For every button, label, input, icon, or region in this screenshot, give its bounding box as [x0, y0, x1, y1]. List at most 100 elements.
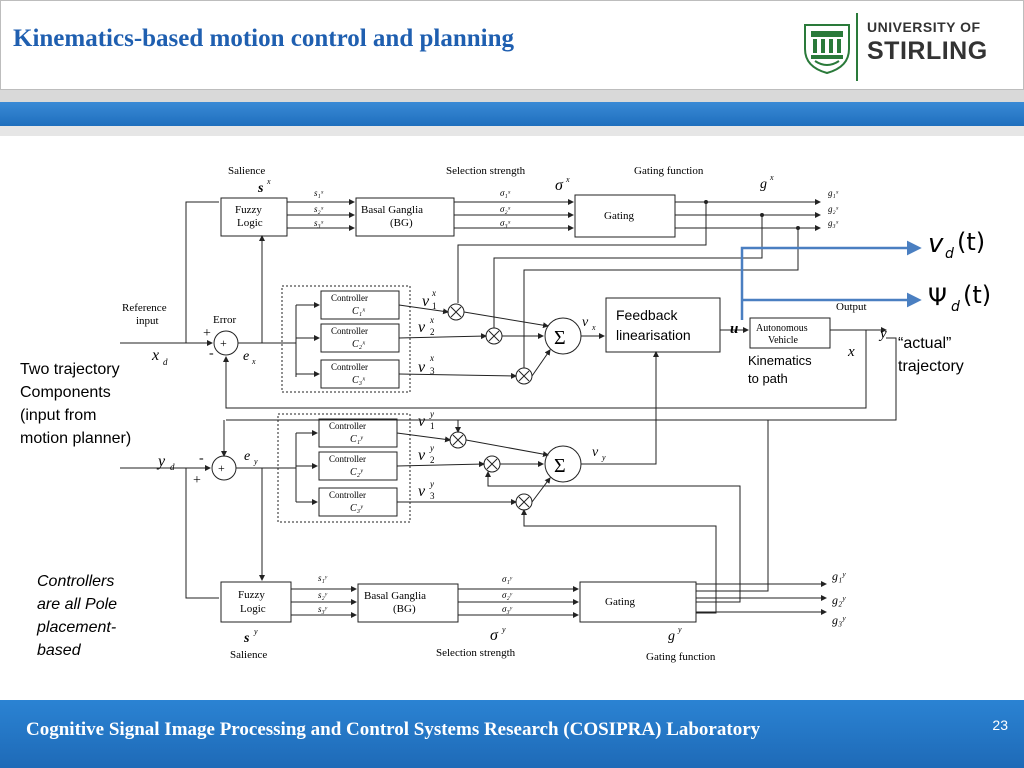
controller-c1x — [320, 290, 400, 320]
svg-text:v: v — [418, 447, 426, 464]
svg-text:C₁ʸ: C₁ʸ — [350, 434, 363, 445]
svg-text:Error: Error — [213, 314, 237, 326]
svg-text:e: e — [243, 349, 249, 364]
svg-text:s₃ˣ: s₃ˣ — [314, 218, 324, 228]
autonomous-vehicle-box — [749, 317, 831, 349]
svg-text:Gating: Gating — [605, 596, 635, 608]
svg-text:d: d — [170, 462, 175, 472]
svg-text:Output: Output — [836, 301, 867, 313]
svg-text:g₁ˣ: g₁ˣ — [828, 188, 839, 198]
svg-text:x: x — [266, 177, 271, 186]
svg-text:v: v — [582, 315, 589, 330]
svg-text:(t): (t) — [963, 281, 991, 309]
svg-text:Controller: Controller — [329, 454, 366, 464]
svg-text:C₂ˣ: C₂ˣ — [352, 339, 366, 350]
svg-text:s: s — [243, 631, 250, 646]
svg-text:Basal Ganglia: Basal Ganglia — [364, 590, 426, 602]
svg-text:Gating: Gating — [604, 210, 634, 222]
svg-text:+: + — [218, 461, 225, 475]
fuzzy-logic-bottom — [220, 581, 292, 623]
svg-text:g₃ˣ: g₃ˣ — [828, 218, 839, 228]
svg-text:Σ: Σ — [554, 455, 566, 477]
svg-text:y: y — [601, 453, 606, 462]
svg-text:1: 1 — [432, 301, 437, 311]
svg-text:d: d — [945, 246, 954, 262]
svg-text:x: x — [591, 323, 596, 332]
svg-text:y: y — [878, 326, 887, 342]
svg-text:3: 3 — [430, 366, 435, 376]
svg-text:(BG): (BG) — [390, 217, 413, 229]
svg-text:2: 2 — [430, 455, 435, 465]
controller-c3y — [318, 487, 398, 517]
svg-text:x: x — [565, 175, 570, 184]
two-trajectory-note: Two trajectory Components (input from mo… — [20, 361, 132, 447]
psi-label: Ψ d (t) — [928, 281, 991, 315]
footer-lab-name: Cognitive Signal Image Processing and Co… — [26, 719, 761, 740]
svg-text:y: y — [429, 479, 434, 489]
header-band-gray — [0, 90, 1024, 102]
svg-text:d: d — [163, 357, 168, 367]
svg-text:C₁ˣ: C₁ˣ — [352, 306, 366, 317]
slide-footer: Cognitive Signal Image Processing and Co… — [0, 700, 1024, 768]
header-band-blue — [0, 102, 1024, 126]
feedback-linearisation-box — [605, 297, 721, 353]
controller-c2y — [318, 451, 398, 481]
svg-text:σ₁ʸ: σ₁ʸ — [502, 574, 513, 584]
svg-text:Basal Ganglia: Basal Ganglia — [361, 204, 423, 216]
svg-text:σ₃ʸ: σ₃ʸ — [502, 604, 513, 614]
svg-text:s₁ˣ: s₁ˣ — [314, 188, 324, 198]
svg-text:Controller: Controller — [331, 293, 368, 303]
svg-text:v: v — [422, 293, 430, 310]
svg-text:Autonomous: Autonomous — [756, 323, 808, 334]
vd-label: v d (t) — [928, 228, 985, 262]
svg-text:(t): (t) — [957, 228, 985, 256]
selection-strength-label-bottom: Selection strength — [436, 647, 516, 659]
svg-text:Controller: Controller — [329, 490, 366, 500]
svg-text:x: x — [769, 173, 774, 182]
svg-text:y: y — [429, 409, 434, 419]
svg-text:Vehicle: Vehicle — [768, 335, 799, 346]
gating-function-label-bottom: Gating function — [646, 651, 716, 663]
svg-text:linearisation: linearisation — [616, 327, 691, 343]
fuzzy-logic-top — [220, 197, 288, 237]
svg-text:Feedback: Feedback — [616, 307, 678, 323]
svg-text:v: v — [418, 319, 426, 336]
svg-text:+: + — [193, 473, 201, 488]
svg-text:v: v — [418, 483, 426, 500]
logo-line-2: STIRLING — [867, 37, 988, 65]
slide-header: Kinematics-based motion control and plan… — [0, 0, 1024, 90]
logo-line-1: UNIVERSITY OF — [867, 19, 981, 35]
university-logo: UNIVERSITY OF STIRLING — [801, 11, 1011, 83]
svg-text:Controller: Controller — [331, 326, 368, 336]
svg-text:y: y — [253, 457, 258, 466]
svg-text:g₃ʸ: g₃ʸ — [832, 613, 846, 627]
gating-top — [574, 194, 676, 238]
svg-text:y: y — [253, 627, 258, 636]
svg-text:x: x — [847, 344, 855, 360]
svg-text:g₁ʸ: g₁ʸ — [832, 569, 846, 583]
svg-text:Logic: Logic — [240, 603, 266, 615]
svg-text:v: v — [418, 413, 426, 430]
svg-text:e: e — [244, 449, 250, 464]
svg-text:g₂ʸ: g₂ʸ — [832, 593, 846, 607]
svg-text:d: d — [951, 299, 960, 315]
svg-text:Ψ: Ψ — [928, 283, 947, 311]
svg-text:v: v — [592, 445, 599, 460]
svg-text:s: s — [257, 181, 264, 196]
crest-icon — [804, 24, 850, 75]
control-block-diagram: Salience Selection strength Gating funct… — [120, 165, 991, 663]
svg-text:s₃ʸ: s₃ʸ — [318, 604, 328, 614]
gating-function-label-top: Gating function — [634, 165, 704, 177]
controllers-note: Controllers are all Pole placement- base… — [37, 573, 118, 659]
svg-text:1: 1 — [430, 421, 435, 431]
svg-text:Controller: Controller — [331, 362, 368, 372]
actual-trajectory-note: “actual” trajectory — [898, 335, 964, 375]
controller-c3x — [320, 359, 400, 389]
salience-label-top: Salience — [228, 165, 265, 177]
svg-text:-: - — [209, 346, 214, 361]
svg-text:g₂ˣ: g₂ˣ — [828, 204, 839, 214]
svg-text:u: u — [730, 321, 738, 337]
svg-text:g: g — [668, 629, 675, 644]
svg-text:C₃ˣ: C₃ˣ — [352, 375, 366, 386]
svg-text:Reference: Reference — [122, 302, 167, 314]
